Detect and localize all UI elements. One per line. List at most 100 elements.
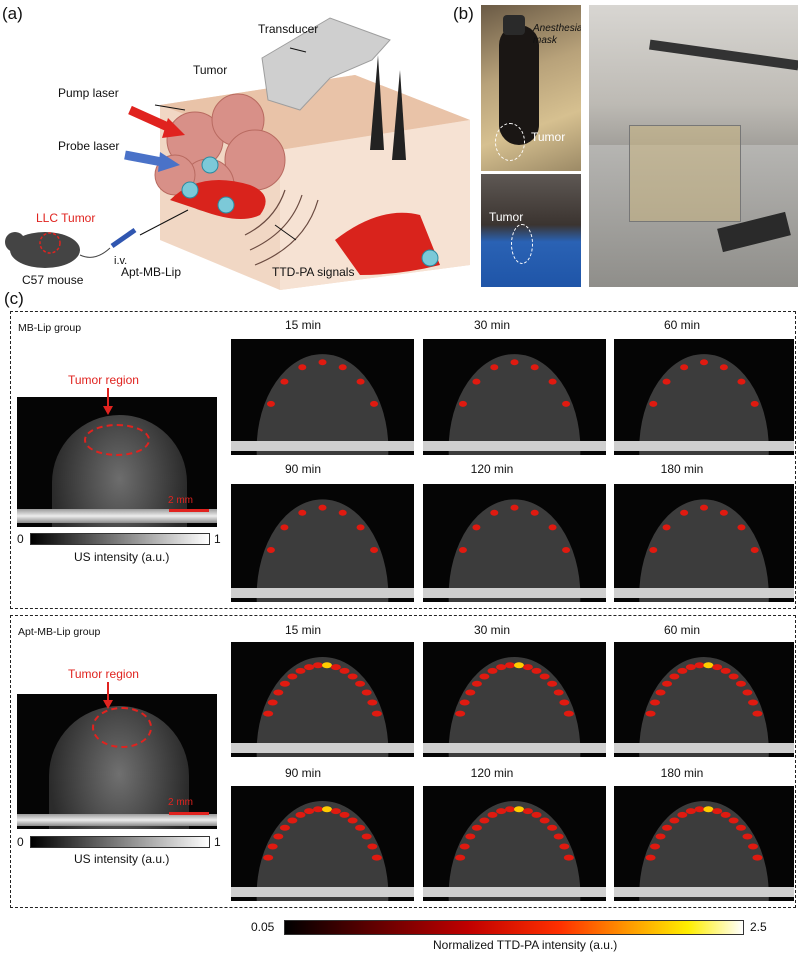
pa-signal-spot xyxy=(669,817,680,824)
apt-mb-lip-group-box xyxy=(10,615,796,908)
tumor-photo-label-top: Tumor xyxy=(531,130,566,144)
bottom-band xyxy=(614,588,794,598)
panel-a-label: (a) xyxy=(2,4,23,23)
pa-signal-spot xyxy=(472,378,481,385)
pa-signal-spot xyxy=(465,689,476,696)
pa-signal-spot xyxy=(496,664,507,671)
pa-frame-image xyxy=(614,354,794,455)
pa-signal-spot xyxy=(263,710,274,717)
pa-colorbar xyxy=(284,920,744,935)
time-label: 15 min xyxy=(284,318,322,332)
mb-lip-group-title: MB-Lip group xyxy=(18,322,82,334)
pa-signal-spot xyxy=(677,667,688,674)
pa-signal-spot xyxy=(752,854,763,861)
pa-signal-spot xyxy=(458,547,467,554)
mask-shape xyxy=(503,15,525,35)
pa-signal-spot xyxy=(318,359,327,366)
pa-colorbar-label: Normalized TTD-PA intensity (a.u.) xyxy=(433,938,618,952)
pa-signal-spot xyxy=(510,359,519,366)
tumor-region-ellipse xyxy=(84,424,150,456)
pa-signal-arcs xyxy=(244,189,319,266)
pa-frame xyxy=(614,642,794,757)
pa-signal-spot xyxy=(553,833,564,840)
syringe-icon xyxy=(110,227,137,249)
pa-signal-spot xyxy=(522,664,533,671)
lab-setup-photo xyxy=(589,5,798,287)
time-label: 180 min xyxy=(660,766,704,780)
time-label: 120 min xyxy=(470,462,514,476)
pa-signal-spot xyxy=(338,509,347,516)
c57-mouse-label: C57 mouse xyxy=(22,273,84,287)
pa-frame xyxy=(231,642,414,757)
scale-bar-1 xyxy=(169,509,209,512)
pump-laser-beam xyxy=(128,105,172,133)
pa-signal-spot xyxy=(720,667,731,674)
pa-signal-spot xyxy=(347,673,358,680)
scale-bar-2 xyxy=(169,812,209,815)
pa-signal-spot xyxy=(531,811,542,818)
pa-frame-image xyxy=(231,499,414,602)
pa-signal-spot xyxy=(662,524,671,531)
tissue-dome xyxy=(639,800,769,901)
us-min-1: 0 xyxy=(17,532,24,546)
pa-signal-spot xyxy=(737,378,746,385)
pa-signal-spot xyxy=(514,662,525,669)
pa-frame xyxy=(423,642,606,757)
tumor-circle-bottom xyxy=(511,224,533,264)
tumor-photo-label-bottom: Tumor xyxy=(489,210,524,224)
us-reference-image-2 xyxy=(17,694,217,829)
scale-bar-label-2: 2 mm xyxy=(168,797,193,808)
tumor-region-arrow-2 xyxy=(103,682,113,709)
pa-signal-spot xyxy=(355,680,366,687)
blood-vessel-2 xyxy=(335,212,440,275)
pa-signal-spot xyxy=(356,378,365,385)
tissue-dome xyxy=(256,800,389,901)
bottom-band xyxy=(423,441,606,451)
us-intensity-label-2: US intensity (a.u.) xyxy=(74,852,170,866)
pa-signal-spot xyxy=(361,689,372,696)
time-label: 15 min xyxy=(284,623,322,637)
pa-signal-spot xyxy=(750,400,759,407)
pa-signal-spot xyxy=(539,817,550,824)
transducer-arrow xyxy=(289,47,307,53)
pa-frame-image xyxy=(423,354,606,455)
pa-signal-spot xyxy=(338,364,347,371)
pa-frame xyxy=(231,339,414,455)
pa-signal-spot xyxy=(649,400,658,407)
pa-signal-spot xyxy=(266,400,275,407)
pa-signal-spot xyxy=(562,400,571,407)
pa-signal-spot xyxy=(530,364,539,371)
pa-signal-spot xyxy=(471,824,482,831)
pa-signal-spot xyxy=(719,364,728,371)
pa-signal-spot xyxy=(298,364,307,371)
bottom-band xyxy=(423,887,606,897)
tumor-arrow xyxy=(154,104,186,111)
pa-frame-image xyxy=(231,800,414,901)
probe-laser-beam xyxy=(124,150,163,167)
llc-tumor-label: LLC Tumor xyxy=(36,211,96,225)
pa-signal-spot xyxy=(298,509,307,516)
bottom-band xyxy=(231,743,414,753)
pa-signal-spot xyxy=(547,824,558,831)
pa-signal-spot xyxy=(339,811,350,818)
pa-signal-spot xyxy=(694,662,705,669)
pa-signal-spot xyxy=(479,817,490,824)
pa-signal-spot xyxy=(553,689,564,696)
tissue-dome xyxy=(256,499,389,602)
pa-signal-spot xyxy=(312,806,323,813)
pa-signal-spot xyxy=(487,667,498,674)
pa-signal-spot xyxy=(685,808,696,815)
tumor-region-label-1: Tumor region xyxy=(68,373,139,387)
pa-signal-spot xyxy=(356,524,365,531)
pa-signal-spot xyxy=(267,699,278,706)
pa-signal-spot xyxy=(355,824,366,831)
bottom-band xyxy=(231,441,414,451)
pa-frame-image xyxy=(423,656,606,757)
pa-signal-spot xyxy=(472,524,481,531)
pa-signal-spot xyxy=(330,664,341,671)
pa-signal-spot xyxy=(662,680,673,687)
pa-signal-spot xyxy=(712,664,723,671)
time-label: 60 min xyxy=(663,318,701,332)
pa-signal-spot xyxy=(747,699,758,706)
pa-signal-spot xyxy=(367,699,378,706)
